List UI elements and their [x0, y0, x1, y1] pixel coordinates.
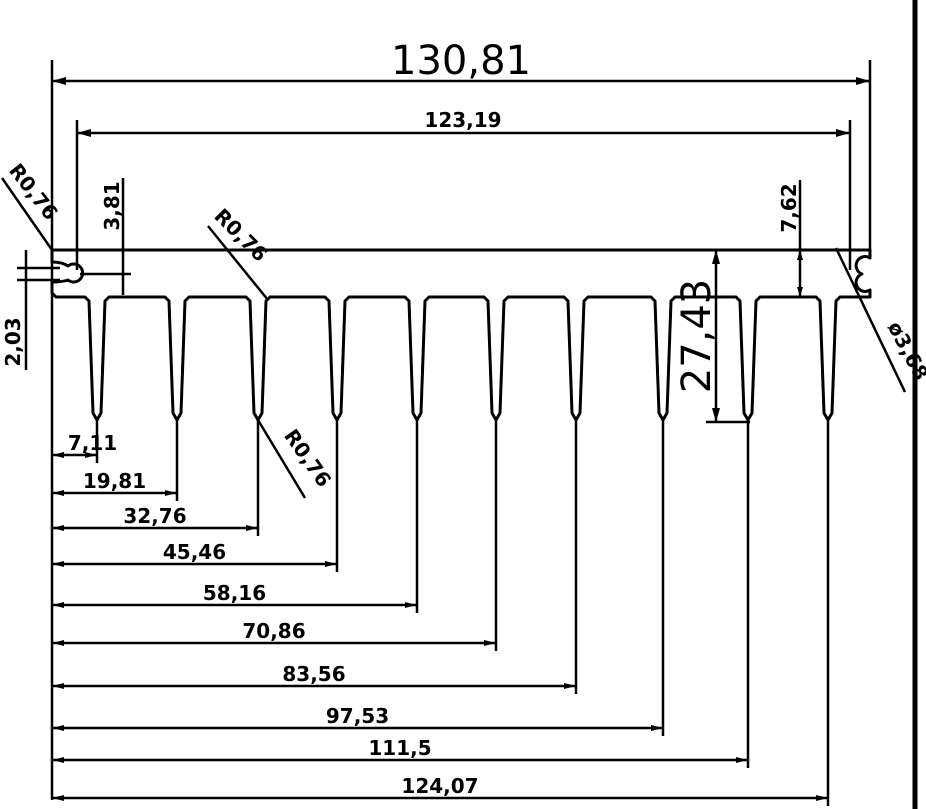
fin-dimension-text: 70,86 — [242, 619, 305, 643]
dim-height: 27,43 — [674, 250, 750, 424]
dim-overall-width: 130,81 — [50, 38, 872, 800]
fin-dimension-text: 97,53 — [326, 704, 389, 728]
fin-dimension-text: 19,81 — [83, 469, 146, 493]
dimension-arrow — [52, 452, 97, 458]
hole-diameter-label: ø3,68 — [883, 317, 926, 384]
dim-slot-offset-text: 3,81 — [100, 181, 124, 230]
dim-slot-width: 2,03 — [1, 250, 60, 370]
dim-base-thickness-text: 7,62 — [777, 183, 801, 232]
dim-slot-offset: 3,81 — [80, 178, 131, 295]
fin-dimension-text: 83,56 — [282, 662, 345, 686]
radius-label: R0,76 — [279, 425, 336, 492]
heatsink-profile-outline — [50, 248, 872, 422]
dim-slot-width-text: 2,03 — [1, 317, 25, 366]
dim-hole-spacing: 123,19 — [75, 108, 852, 270]
dim-hole-spacing-text: 123,19 — [424, 108, 501, 132]
fin-dimension-text: 58,16 — [203, 581, 266, 605]
fin-dimension-text: 32,76 — [123, 504, 186, 528]
dim-height-text: 27,43 — [674, 279, 720, 394]
dim-base-thickness: 7,62 — [777, 180, 803, 297]
fin-dimension-text: 124,07 — [401, 774, 478, 798]
fin-dimension-text: 7,11 — [68, 431, 117, 455]
fin-dimension-text: 111,5 — [368, 736, 431, 760]
dim-overall-width-text: 130,81 — [391, 38, 531, 84]
fin-dimension-text: 45,46 — [163, 540, 226, 564]
fin-position-dimensions: 7,11 19,81 32,76 45,46 58,16 70,86 83,56 97,53 1… — [52, 420, 830, 806]
radius-label: R0,76 — [210, 204, 273, 267]
